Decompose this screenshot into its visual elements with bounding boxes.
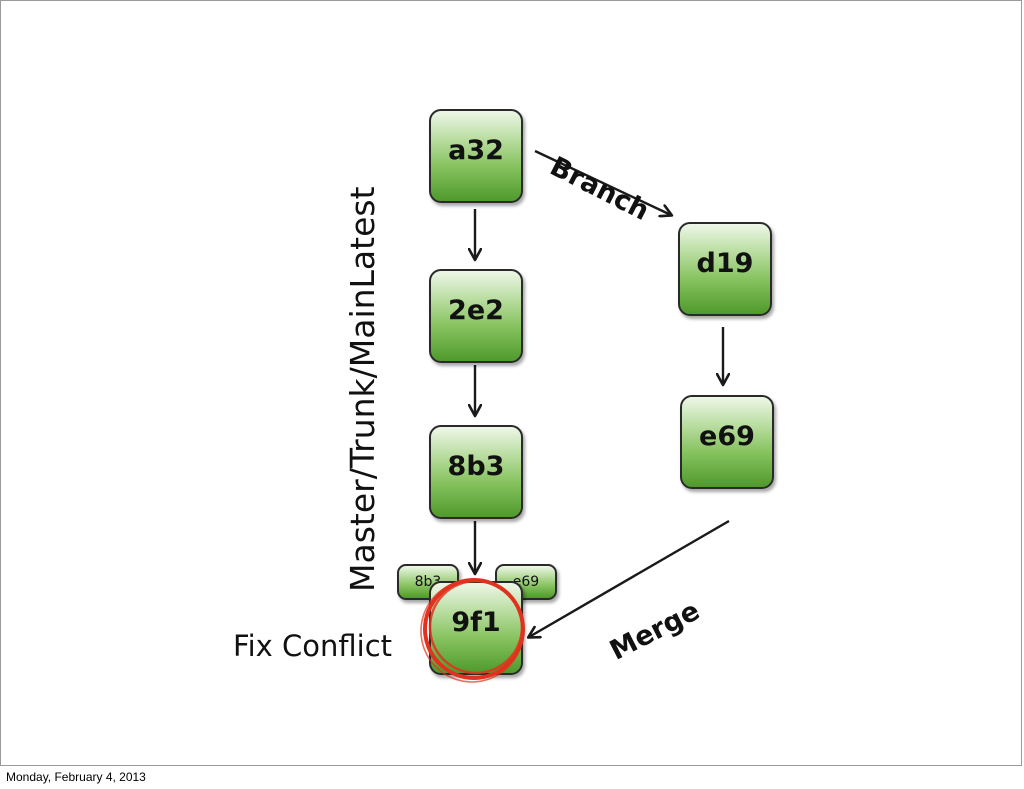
arrow-merge bbox=[529, 519, 730, 637]
commit-2e2: 2e2 bbox=[429, 269, 523, 363]
commit-8b3: 8b3 bbox=[429, 425, 523, 519]
commit-e69: e69 bbox=[680, 395, 774, 489]
commit-9f1-label: 9f1 bbox=[451, 606, 501, 638]
commit-e69-label: e69 bbox=[699, 420, 755, 452]
commit-2e2-label: 2e2 bbox=[448, 294, 504, 326]
slide: a32 2e2 8b3 d19 e69 8b3 e69 9f1 Branch M… bbox=[0, 0, 1022, 766]
commit-d19-label: d19 bbox=[696, 247, 754, 279]
commit-a32-label: a32 bbox=[448, 134, 504, 166]
commit-8b3-label: 8b3 bbox=[447, 450, 505, 482]
master-branch-label: Master/Trunk/MainLatest bbox=[343, 186, 382, 592]
commit-d19: d19 bbox=[678, 222, 772, 316]
footer-date: Monday, February 4, 2013 bbox=[6, 770, 146, 784]
arrow-branch bbox=[534, 149, 671, 215]
fix-conflict-label: Fix Conflict bbox=[233, 629, 393, 663]
commit-a32: a32 bbox=[429, 109, 523, 203]
